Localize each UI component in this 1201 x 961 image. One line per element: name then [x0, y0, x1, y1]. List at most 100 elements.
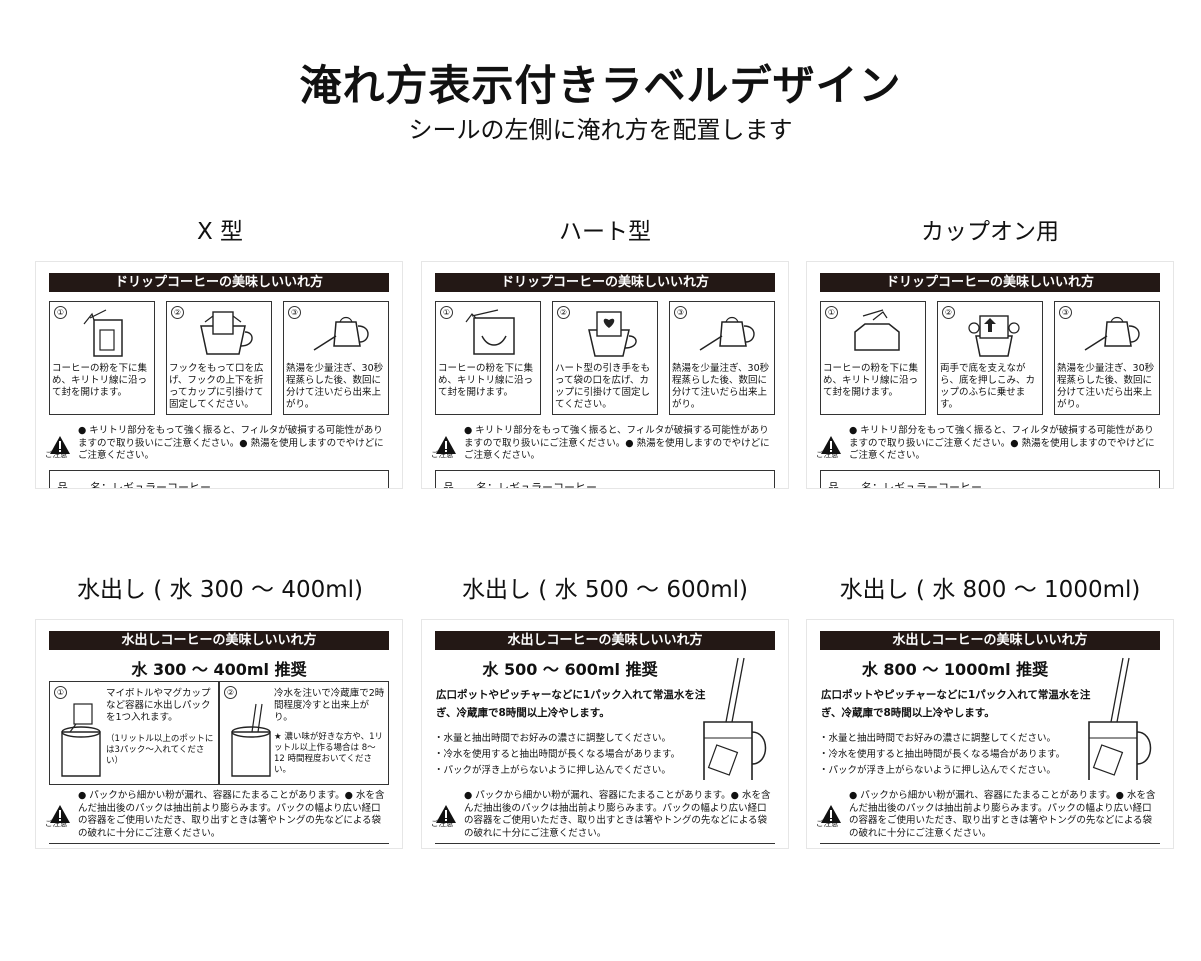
warning-icon	[821, 805, 841, 823]
label-heading-bar: 水出しコーヒーの美味しいいれ方	[435, 631, 775, 650]
step-number: ①	[54, 306, 67, 319]
product-info-box: 品 名：レギュラーコーヒー	[49, 470, 389, 488]
can-icon	[61, 703, 101, 777]
step-number: ③	[288, 306, 301, 319]
step-box-3: ③ 熱湯を少量注ぎ、30秒程蒸らした後、数回に分けて注いだら出来上がり。	[669, 301, 775, 415]
page-subtitle: シールの左側に淹れ方を配置します	[408, 116, 793, 144]
warning-icon	[436, 805, 456, 823]
step-number: ③	[674, 306, 687, 319]
label-cup-on: ドリップコーヒーの美味しいいれ方 ① コーヒーの粉を下に集め、キリトリ線に沿って…	[807, 262, 1173, 488]
caption-cold-500: 水出し ( 水 500 〜 600ml)	[461, 577, 749, 603]
step-text: コーヒーの粉を下に集め、キリトリ線に沿って封を開けます。	[52, 363, 148, 398]
label-heart-type: ドリップコーヒーの美味しいいれ方 ① コーヒーの粉を下に集め、キリトリ線に沿って…	[422, 262, 788, 488]
step-number: ③	[1059, 306, 1072, 319]
kettle-icon	[313, 316, 369, 351]
label-x-type: ドリップコーヒーの美味しいいれ方 ① コーヒーの粉を下に集め、キリトリ線に沿って…	[36, 262, 402, 488]
caption-heart-type: ハート型	[559, 219, 651, 245]
caution-label: ご注意	[45, 819, 68, 828]
caution-text: ● キリトリ部分をもって強く振ると、フィルタが破損する可能性がありますので取り扱…	[78, 425, 384, 461]
divider	[820, 843, 1160, 844]
caution-label: ご注意	[816, 450, 839, 459]
recommended-water: 水 800 〜 1000ml 推奨	[861, 660, 1049, 679]
open-bag-icon	[854, 309, 900, 351]
caution-label: ご注意	[431, 450, 454, 459]
label-heading-bar: ドリップコーヒーの美味しいいれ方	[820, 273, 1160, 292]
heart-cup-icon	[588, 311, 637, 357]
step-text: マイボトルやマグカップなど容器に水出しパックを1つ入れます。	[106, 688, 211, 723]
tip-item: パックが浮き上がらないように押し込んでください。	[434, 763, 714, 779]
warning-icon	[50, 436, 70, 454]
caption-cup-on: カップオン用	[921, 219, 1059, 245]
tip-item: 冷水を使用すると抽出時間が長くなる場合があります。	[819, 747, 1099, 763]
tips-list: 水量と抽出時間でお好みの濃さに調整してください。 冷水を使用すると抽出時間が長く…	[434, 731, 714, 779]
step-box-2: ② 冷水を注いで冷蔵庫で2時間程度冷すと出来上がり。 ★ 濃い味が好きな方や、1…	[219, 681, 389, 785]
step-text: 熱湯を少量注ぎ、30秒程蒸らした後、数回に分けて注いだら出来上がり。	[286, 363, 384, 410]
step-text: フックをもって口を広げ、フックの上下を折ってカップに引掛けて固定してください。	[169, 363, 264, 410]
step-text: 熱湯を少量注ぎ、30秒程蒸らした後、数回に分けて注いだら出来上がり。	[1057, 363, 1155, 410]
step-text: 冷水を注いで冷蔵庫で2時間程度冷すと出来上がり。	[274, 688, 385, 723]
product-info-box: 品 名：レギュラーコーヒー	[820, 470, 1160, 488]
step-box-3: ③ 熱湯を少量注ぎ、30秒程蒸らした後、数回に分けて注いだら出来上がり。	[283, 301, 389, 415]
product-name-row: 品 名：レギュラーコーヒー	[443, 481, 597, 488]
caution-text: ● パックから細かい粉が漏れ、容器にたまることがあります。● 水を含んだ抽出後の…	[849, 790, 1156, 839]
open-bag-icon	[465, 309, 515, 355]
step-text: 両手で底を支えながら、底を押しこみ、カップのふちに乗せます。	[940, 363, 1036, 410]
caution-label: ご注意	[431, 819, 454, 828]
caution-text: ● キリトリ部分をもって強く振ると、フィルタが破損する可能性がありますので取り扱…	[849, 425, 1155, 461]
caution-label: ご注意	[816, 819, 839, 828]
caption-x-type: X 型	[196, 219, 244, 245]
kettle-icon	[1084, 316, 1140, 351]
pour-can-icon	[231, 703, 271, 777]
pitcher-icon	[703, 657, 767, 780]
step-number: ②	[942, 306, 955, 319]
caption-cold-800: 水出し ( 水 800 〜 1000ml)	[839, 577, 1141, 603]
page-title: 淹れ方表示付きラベルデザイン	[299, 61, 902, 110]
step-box-1: ① コーヒーの粉を下に集め、キリトリ線に沿って封を開けます。	[820, 301, 926, 415]
caption-cold-300: 水出し ( 水 300 〜 400ml)	[76, 577, 364, 603]
step-box-1: ① コーヒーの粉を下に集め、キリトリ線に沿って封を開けます。	[49, 301, 155, 415]
recommended-water: 水 500 〜 600ml 推奨	[482, 660, 658, 679]
caution-text: ● パックから細かい粉が漏れ、容器にたまることがあります。● 水を含んだ抽出後の…	[464, 790, 771, 839]
hook-cup-icon	[200, 311, 253, 355]
tips-list: 水量と抽出時間でお好みの濃さに調整してください。 冷水を使用すると抽出時間が長く…	[819, 731, 1099, 779]
product-info-box: 品 名：レギュラーコーヒー	[435, 470, 775, 488]
lead-text: 広口ポットやピッチャーなどに1パック入れて常温水を注ぎ、冷蔵庫で8時間以上冷やし…	[436, 689, 706, 719]
caution-text: ● キリトリ部分をもって強く振ると、フィルタが破損する可能性がありますので取り扱…	[464, 425, 770, 461]
step-box-1: ① コーヒーの粉を下に集め、キリトリ線に沿って封を開けます。	[435, 301, 541, 415]
step-number: ②	[557, 306, 570, 319]
label-heading-bar: 水出しコーヒーの美味しいいれ方	[49, 631, 389, 650]
step-text: 熱湯を少量注ぎ、30秒程蒸らした後、数回に分けて注いだら出来上がり。	[672, 363, 770, 410]
step-box-1: ① マイボトルやマグカップなど容器に水出しパックを1つ入れます。 （1リットル以…	[49, 681, 219, 785]
divider	[435, 843, 775, 844]
step-box-3: ③ 熱湯を少量注ぎ、30秒程蒸らした後、数回に分けて注いだら出来上がり。	[1054, 301, 1160, 415]
pitcher-icon	[1088, 657, 1152, 780]
step-number: ①	[54, 686, 67, 699]
divider	[49, 843, 389, 844]
step-number: ②	[171, 306, 184, 319]
recommended-water: 水 300 〜 400ml 推奨	[131, 660, 307, 679]
product-name-row: 品 名：レギュラーコーヒー	[828, 481, 982, 488]
caution-label: ご注意	[45, 450, 68, 459]
step-note: （1リットル以上のポットには3パック〜入れてください）	[106, 734, 214, 766]
product-name-row: 品 名：レギュラーコーヒー	[57, 481, 211, 488]
label-heading-bar: ドリップコーヒーの美味しいいれ方	[435, 273, 775, 292]
label-cold-800: 水出しコーヒーの美味しいいれ方 水 800 〜 1000ml 推奨 広口ポットや…	[807, 620, 1173, 848]
caution-text: ● パックから細かい粉が漏れ、容器にたまることがあります。● 水を含んだ抽出後の…	[78, 790, 385, 839]
kettle-icon	[699, 316, 755, 351]
label-cold-500: 水出しコーヒーの美味しいいれ方 水 500 〜 600ml 推奨 広口ポットやピ…	[422, 620, 788, 848]
tip-item: 水量と抽出時間でお好みの濃さに調整してください。	[434, 731, 714, 747]
label-heading-bar: ドリップコーヒーの美味しいいれ方	[49, 273, 389, 292]
step-text: コーヒーの粉を下に集め、キリトリ線に沿って封を開けます。	[823, 363, 919, 398]
tip-item: 冷水を使用すると抽出時間が長くなる場合があります。	[434, 747, 714, 763]
label-heading-bar: 水出しコーヒーの美味しいいれ方	[820, 631, 1160, 650]
cup-on-icon	[968, 315, 1020, 357]
step-text: コーヒーの粉を下に集め、キリトリ線に沿って封を開けます。	[438, 363, 534, 398]
step-number: ①	[825, 306, 838, 319]
step-note: ★ 濃い味が好きな方や、1リットル以上作る場合は 8〜12 時間程度おいてくださ…	[274, 732, 383, 775]
step-number: ②	[224, 686, 237, 699]
step-box-2: ② フックをもって口を広げ、フックの上下を折ってカップに引掛けて固定してください…	[166, 301, 272, 415]
step-text: ハート型の引き手をもって袋の口を広げ、カップに引掛けて固定してください。	[555, 363, 651, 410]
warning-icon	[821, 436, 841, 454]
tip-item: パックが浮き上がらないように押し込んでください。	[819, 763, 1099, 779]
label-cold-300: 水出しコーヒーの美味しいいれ方 水 300 〜 400ml 推奨 ① マイボトル…	[36, 620, 402, 848]
